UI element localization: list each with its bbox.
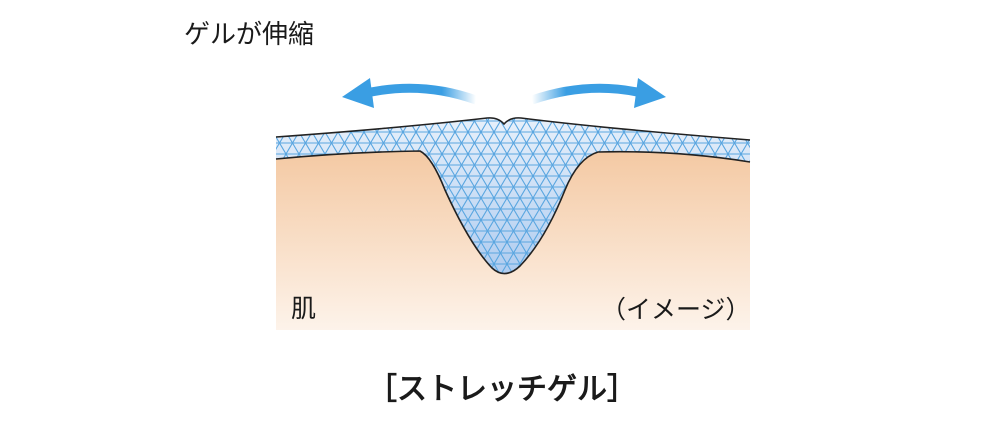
heading: ゲルが伸縮 (184, 20, 315, 50)
gel-outline (275, 117, 751, 141)
skin-outline (275, 150, 751, 275)
caption: ［ストレッチゲル］ (367, 372, 637, 407)
stretch-left-arrow-icon (342, 78, 478, 108)
skin-layer (276, 151, 750, 330)
stretch-right-arrow-icon (530, 78, 666, 108)
image-note: （イメージ） (601, 295, 751, 324)
skin-label: 肌 (291, 294, 317, 323)
